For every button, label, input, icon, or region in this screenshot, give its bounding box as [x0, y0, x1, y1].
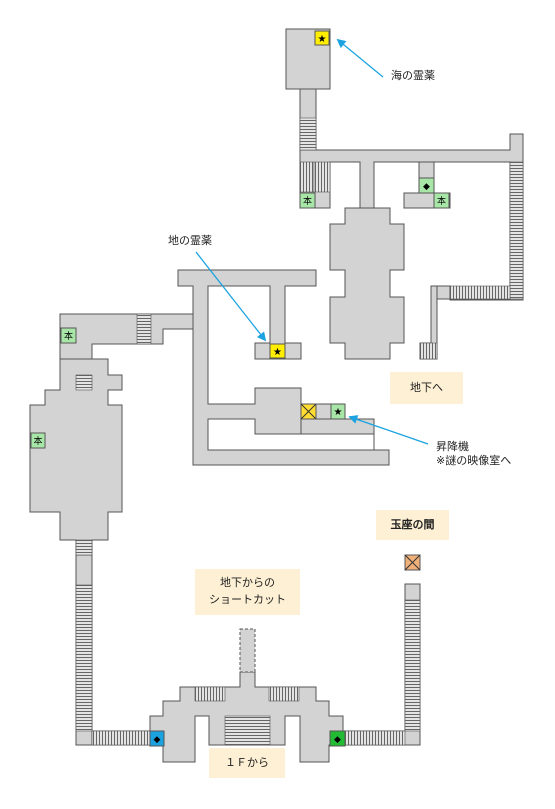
stairs	[224, 715, 271, 746]
stairs	[91, 730, 151, 746]
star-icon: ★	[318, 34, 327, 45]
stairs	[136, 313, 152, 345]
shortcut-passage	[239, 628, 256, 673]
stairs	[449, 285, 511, 300]
arrow-sea-elixir	[336, 38, 384, 78]
stairs	[299, 117, 317, 151]
from-1f-tag: １Ｆから	[209, 748, 285, 778]
throne-room-text: 玉座の間	[390, 518, 435, 531]
diamond-marker-blue[interactable]: ◆	[149, 730, 165, 747]
central-hall	[329, 207, 405, 360]
diamond-icon: ◆	[423, 181, 430, 191]
elevator-box[interactable]	[300, 403, 332, 420]
diamond-marker-green[interactable]: ◆	[329, 730, 346, 747]
diamond-icon: ◆	[334, 734, 341, 744]
stairs	[344, 730, 406, 746]
star-marker-elevator[interactable]: ★	[330, 403, 346, 420]
diamond-icon: ◆	[154, 734, 161, 744]
stairs	[75, 539, 93, 556]
stairs	[194, 686, 226, 702]
arrow-elevator	[348, 415, 429, 445]
stairs	[404, 599, 421, 732]
stairs-layer	[75, 117, 524, 746]
stairs	[75, 584, 93, 732]
to-basement-tag: 地下へ	[390, 372, 463, 404]
book-marker[interactable]: 本	[299, 192, 316, 209]
star-marker-earth[interactable]: ★	[269, 343, 286, 359]
book-icon: 本	[64, 330, 73, 341]
star-icon: ★	[334, 407, 343, 418]
earth-elixir-label: 地の霊薬	[168, 235, 212, 247]
sea-elixir-label: 海の霊薬	[391, 70, 435, 82]
stairs	[313, 161, 331, 193]
arrow-earth-elixir	[195, 251, 267, 342]
markers-layer: ★ ★ ★ 本 本	[30, 30, 450, 747]
diamond-marker[interactable]: ◆	[418, 177, 435, 194]
elevator-label-line2: ※謎の映像室へ	[436, 455, 512, 467]
to-basement-text: 地下へ	[410, 381, 443, 394]
stairs	[75, 374, 93, 391]
shortcut-text-line2: ショートカット	[209, 594, 286, 606]
elevator-label: 昇降機 ※謎の映像室へ	[436, 440, 511, 468]
shortcut-text-line1: 地下からの	[220, 577, 275, 589]
arrows-layer	[195, 38, 429, 445]
stairs	[299, 161, 315, 193]
stairs	[509, 161, 524, 300]
left-upper-corridor	[59, 313, 194, 360]
book-marker[interactable]: 本	[30, 432, 46, 449]
throne-entrance-box[interactable]	[404, 554, 421, 571]
star-marker-sea[interactable]: ★	[314, 30, 330, 46]
stairs	[419, 342, 438, 360]
book-icon: 本	[303, 195, 312, 206]
book-icon: 本	[437, 195, 446, 206]
stairs	[268, 686, 300, 702]
from-1f-text: １Ｆから	[225, 756, 269, 769]
shortcut-tag: 地下からの ショートカット	[195, 569, 300, 615]
star-icon: ★	[273, 347, 282, 358]
book-icon: 本	[33, 435, 42, 446]
book-marker[interactable]: 本	[60, 327, 77, 344]
book-marker[interactable]: 本	[433, 192, 450, 209]
upper-right-corridor	[299, 133, 524, 360]
elevator-label-line1: 昇降機	[436, 441, 469, 453]
throne-room-tag: 玉座の間	[376, 510, 449, 540]
